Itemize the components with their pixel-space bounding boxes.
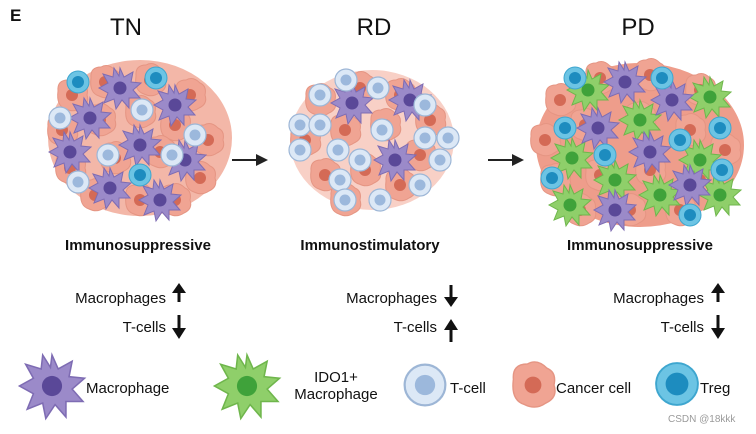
stage-title-tn: TN	[110, 14, 142, 41]
progression-arrow-1	[232, 154, 268, 166]
legend-treg-icon	[655, 362, 699, 406]
trend-arrows-rd	[444, 285, 458, 342]
legend-cancer-cell-label: Cancer cell	[556, 380, 632, 397]
stage-title-pd: PD	[621, 14, 655, 41]
status-pd: Immunosuppressive	[567, 237, 713, 254]
panel-letter: E	[10, 6, 22, 25]
macrophages-label-rd: Macrophages	[346, 290, 437, 307]
legend-ido1-macrophage-icon	[213, 354, 281, 420]
legend-tcell-icon	[403, 363, 447, 407]
tcells-label-tn: T-cells	[122, 319, 166, 336]
stage-title-rd: RD	[356, 14, 392, 41]
tcells-label-rd: T-cells	[393, 319, 437, 336]
legend-macrophage-label: Macrophage	[86, 380, 170, 397]
legend-ido1-line2: Macrophage	[294, 386, 378, 403]
macrophages-label-pd: Macrophages	[613, 290, 704, 307]
legend-ido1-label: IDO1+ Macrophage	[286, 369, 386, 403]
tumor-cluster-pd	[530, 58, 744, 232]
legend-macrophage-icon	[18, 354, 86, 420]
trend-arrows-tn	[172, 283, 186, 339]
status-tn: Immunosuppressive	[65, 237, 211, 254]
legend-tcell-label: T-cell	[450, 380, 486, 397]
legend-ido1-line1: IDO1+	[314, 369, 358, 386]
progression-arrow-2	[488, 154, 524, 166]
tumor-cluster-tn	[47, 60, 232, 222]
tcells-label-pd: T-cells	[660, 319, 704, 336]
macrophages-label-tn: Macrophages	[75, 290, 166, 307]
status-rd: Immunostimulatory	[300, 237, 440, 254]
trend-arrows-pd	[711, 283, 725, 339]
legend-cancer-cell-icon	[512, 361, 556, 408]
tumor-cluster-rd	[288, 68, 460, 217]
watermark: CSDN @18kkk	[668, 414, 736, 425]
legend-treg-label: Treg	[700, 380, 731, 397]
